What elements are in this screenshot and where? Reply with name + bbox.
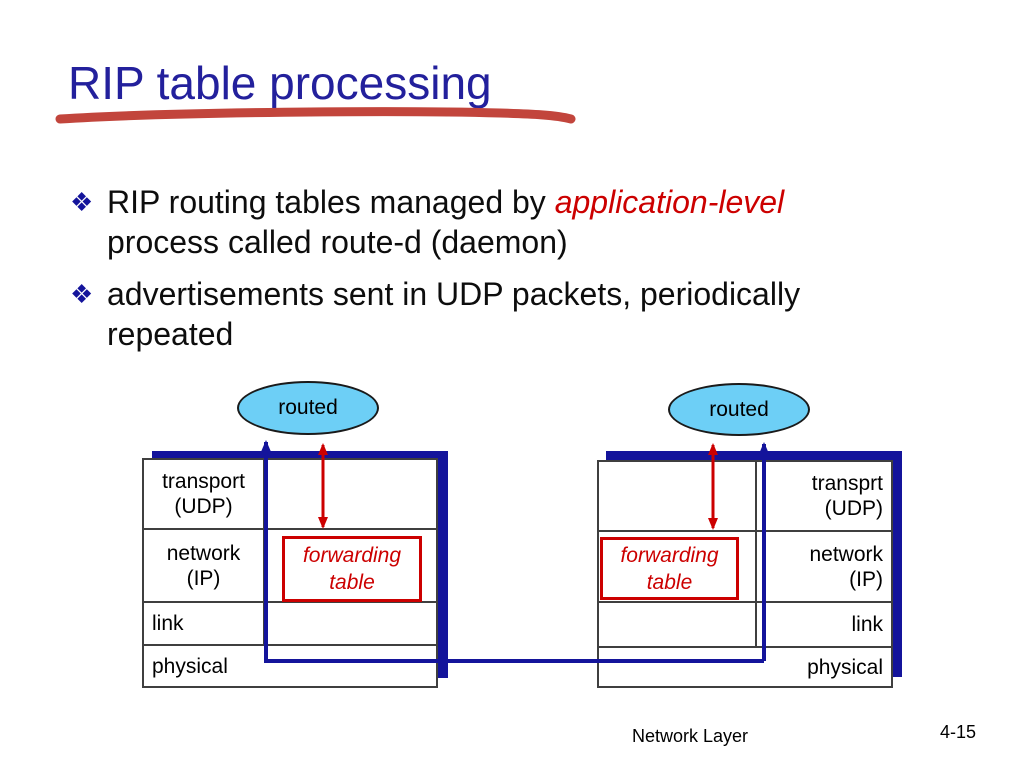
bullet-text-highlight: application-level <box>554 184 785 220</box>
bullet-text: advertisements sent in UDP packets, peri… <box>107 274 800 354</box>
bullet-line: process called route-d (daemon) <box>107 224 568 260</box>
bullet-item: ❖ advertisements sent in UDP packets, pe… <box>70 274 930 354</box>
row-label: link <box>755 603 891 646</box>
table-row-network: network (IP) <box>599 532 891 603</box>
table-row-transport: transprt (UDP) <box>599 462 891 532</box>
bullet-line: repeated <box>107 316 234 352</box>
footer-section-label: Network Layer <box>631 726 749 746</box>
process-label: routed <box>709 397 769 421</box>
bullet-diamond-icon: ❖ <box>70 187 94 217</box>
table-row-link: link <box>144 603 436 646</box>
row-label: physical <box>152 654 228 678</box>
row-label: network (IP) <box>144 530 265 601</box>
routed-process-ellipse-right: routed <box>668 383 810 436</box>
bullet-text-segment: RIP routing tables managed by <box>107 184 555 220</box>
bullet-line: RIP routing tables managed by applicatio… <box>107 182 784 222</box>
process-label: routed <box>278 396 338 419</box>
bullet-diamond-icon: ❖ <box>70 279 94 309</box>
bullet-item: ❖ RIP routing tables managed by applicat… <box>70 182 930 262</box>
row-label: physical <box>807 655 883 679</box>
table-row-link: link <box>599 603 891 648</box>
routed-process-ellipse-left: routed <box>237 381 379 435</box>
row-label: transport (UDP) <box>144 460 265 528</box>
bullet-text: RIP routing tables managed by applicatio… <box>107 182 784 262</box>
title-underline-stroke <box>55 107 576 124</box>
forwarding-table-box-right: forwarding table <box>600 537 739 600</box>
row-label: link <box>144 603 265 644</box>
forwarding-table-box-left: forwarding table <box>282 536 422 602</box>
slide-title: RIP table processing <box>68 57 492 109</box>
bullet-list: ❖ RIP routing tables managed by applicat… <box>70 182 930 354</box>
row-label: network (IP) <box>755 532 891 601</box>
bullet-line: advertisements sent in UDP packets, peri… <box>107 276 801 312</box>
row-label: transprt (UDP) <box>755 462 891 530</box>
table-row-physical: physical <box>144 646 436 686</box>
table-row-transport: transport (UDP) <box>144 460 436 530</box>
table-row-physical: physical <box>599 648 891 686</box>
page-number: 4-15 <box>939 722 976 742</box>
